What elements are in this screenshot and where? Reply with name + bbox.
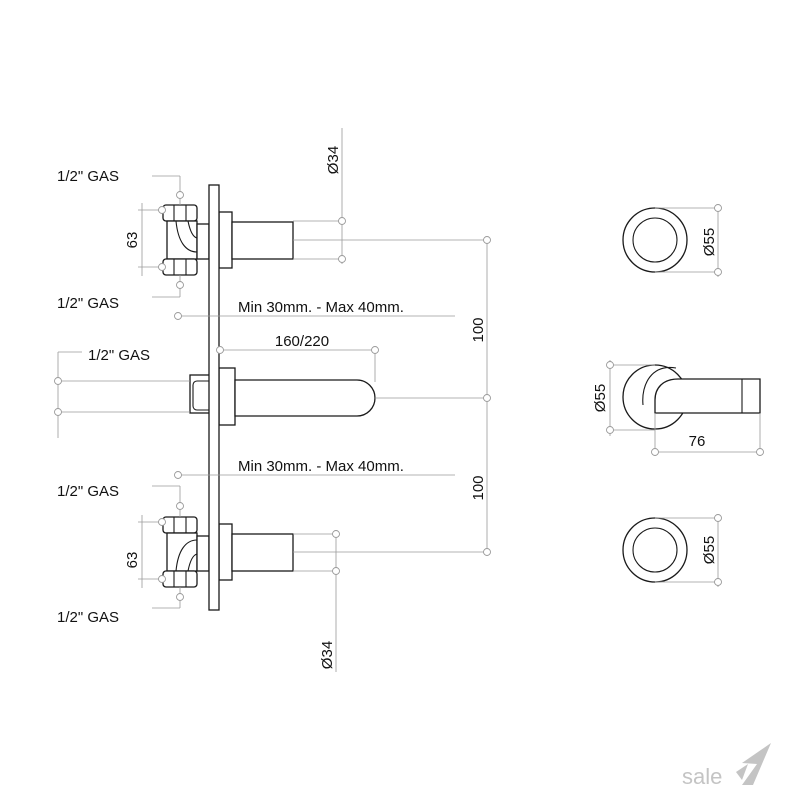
lever-flange-diameter-label: Ø55 xyxy=(592,384,609,412)
sale-logo: sale xyxy=(682,743,771,789)
bottom-valve-height-label: 63 xyxy=(124,552,141,569)
top-valve-side-view xyxy=(162,204,294,276)
valve-handle xyxy=(231,221,294,260)
valve-flange xyxy=(218,211,233,269)
top-handle-front-diameter-label: Ø55 xyxy=(701,228,718,256)
bottom-valve-side-view xyxy=(162,516,294,588)
spout-length-dimension xyxy=(216,346,379,382)
valve-flange xyxy=(218,523,233,581)
top-gas-label-upper: 1/2" GAS xyxy=(57,168,119,185)
logo-text: sale xyxy=(682,764,722,789)
top-depth-range-label: Min 30mm. - Max 40mm. xyxy=(238,299,404,316)
bottom-valve-height-dimension xyxy=(138,515,166,588)
hex-nut-lower xyxy=(162,570,198,588)
bottom-handle-front-view xyxy=(622,517,688,583)
spout-body xyxy=(234,379,376,417)
top-depth-range-dimension xyxy=(174,312,455,320)
top-handle-front-dimension xyxy=(655,204,722,277)
top-handle-diameter-label: Ø34 xyxy=(325,146,342,174)
spout-side-view xyxy=(189,367,376,426)
top-gas-leader-upper xyxy=(152,175,184,205)
top-valve-height-dimension xyxy=(138,203,166,276)
top-valve-height-label: 63 xyxy=(124,232,141,249)
valve-connector xyxy=(196,223,210,260)
spout-flange xyxy=(218,367,236,426)
valve-handle xyxy=(231,533,294,572)
lever-front-view xyxy=(622,364,761,430)
logo-mark-icon xyxy=(742,743,771,785)
top-gas-leader-lower xyxy=(152,275,184,298)
spacing-lower-label: 100 xyxy=(470,475,487,500)
hex-nut-upper xyxy=(162,516,198,534)
bottom-handle-front-dimension xyxy=(655,514,722,587)
logo-mark-accent-icon xyxy=(736,764,748,780)
hex-nut-lower xyxy=(162,258,198,276)
wall-plate xyxy=(208,184,220,611)
valve-body xyxy=(166,220,198,260)
bottom-handle-front-diameter-label: Ø55 xyxy=(701,536,718,564)
lever-flange-diameter-dimension xyxy=(606,360,655,436)
bottom-handle-diameter-label: Ø34 xyxy=(319,641,336,669)
bottom-gas-label-lower: 1/2" GAS xyxy=(57,609,119,626)
bottom-handle-diameter-dimension xyxy=(293,530,340,672)
spout-gas-label: 1/2" GAS xyxy=(88,347,150,364)
lever-length-dimension xyxy=(651,413,764,456)
top-gas-label-lower: 1/2" GAS xyxy=(57,295,119,312)
bottom-gas-leader-upper xyxy=(152,485,184,517)
spout-gas-dimension xyxy=(54,351,190,438)
spacing-dimension xyxy=(293,236,491,556)
top-handle-diameter-dimension xyxy=(293,128,346,264)
bottom-depth-range-dimension xyxy=(174,471,455,479)
valve-body xyxy=(166,532,198,572)
bottom-gas-leader-lower xyxy=(152,587,184,609)
spacing-upper-label: 100 xyxy=(470,317,487,342)
top-handle-front-view xyxy=(622,207,688,273)
bottom-gas-label-upper: 1/2" GAS xyxy=(57,483,119,500)
spout-length-label: 160/220 xyxy=(275,333,329,350)
bottom-depth-range-label: Min 30mm. - Max 40mm. xyxy=(238,458,404,475)
hex-nut-upper xyxy=(162,204,198,222)
valve-connector xyxy=(196,535,210,572)
lever-length-label: 76 xyxy=(689,433,706,450)
